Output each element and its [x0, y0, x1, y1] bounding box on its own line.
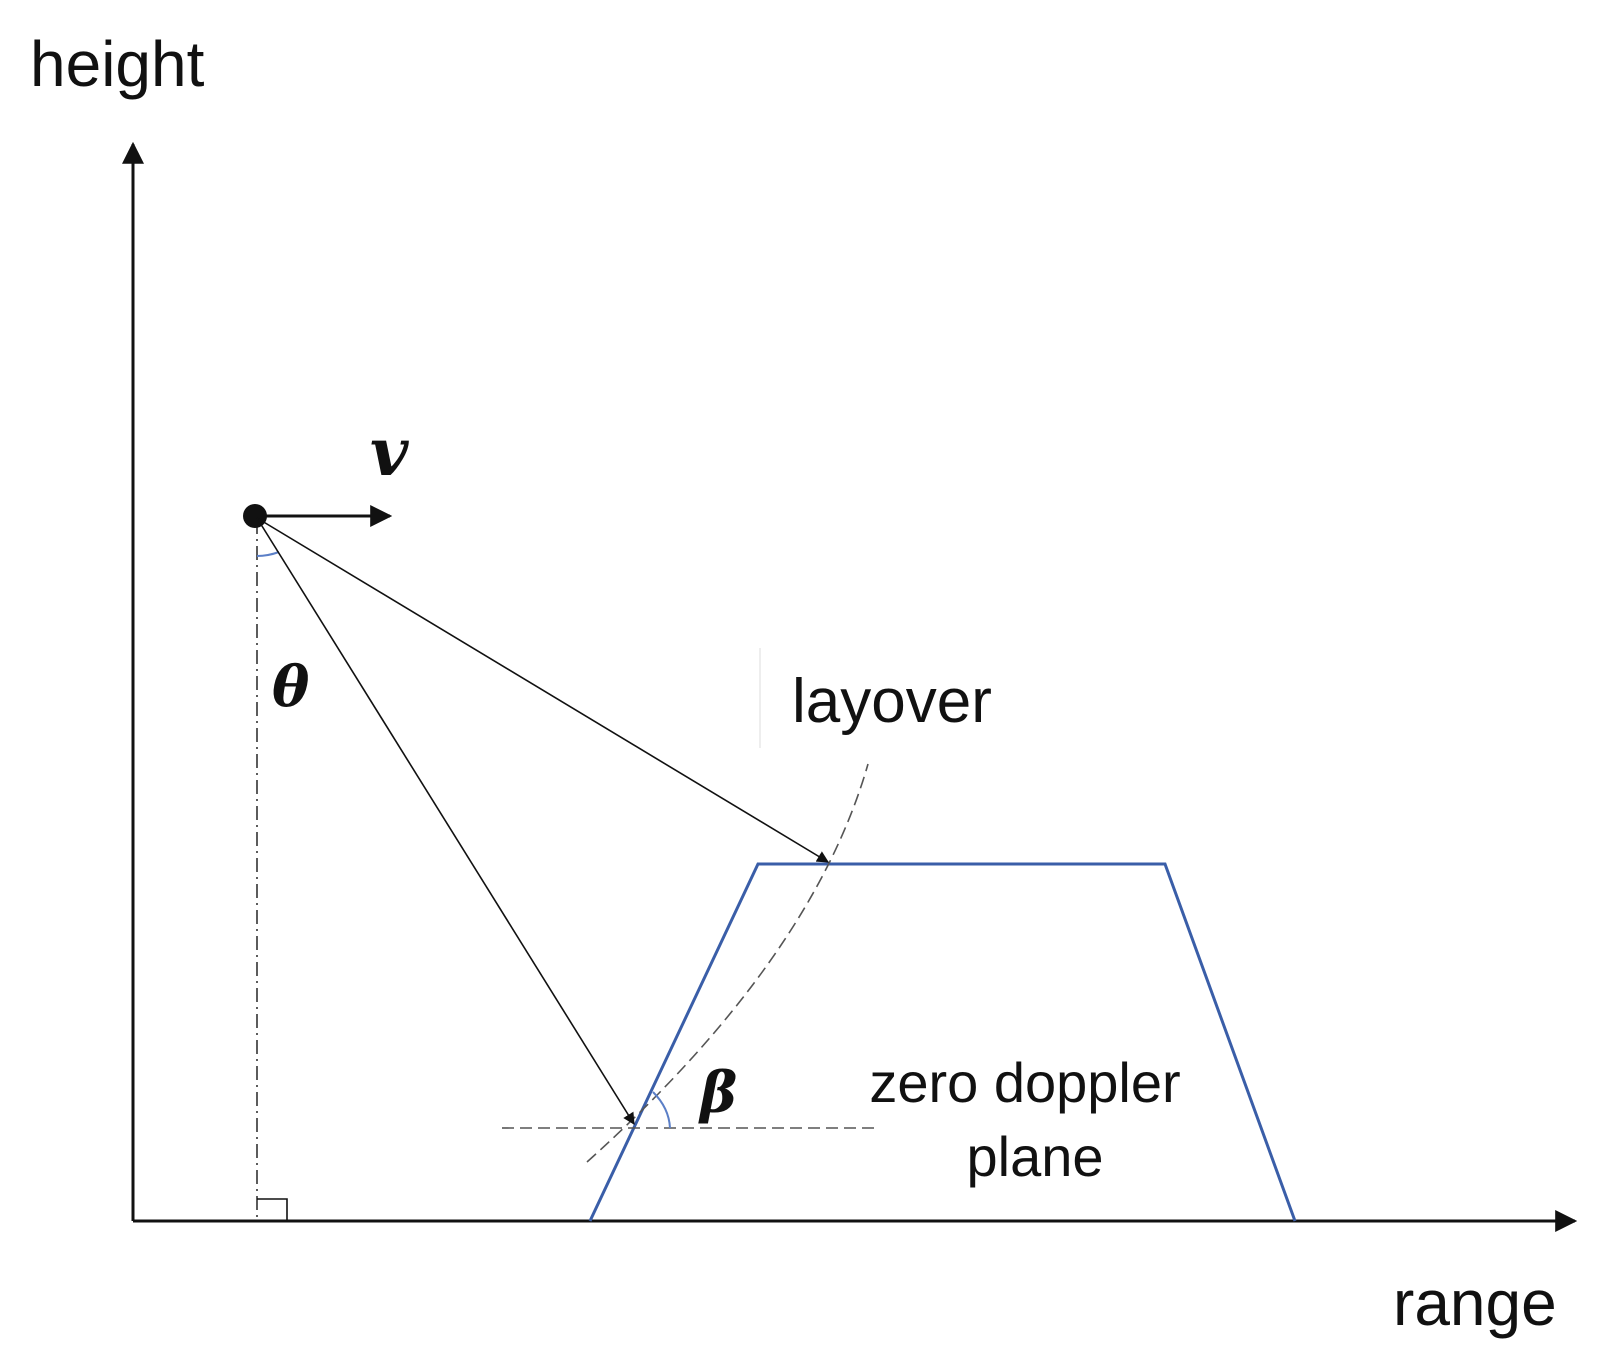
slant-range-ray-bottom	[256, 517, 635, 1126]
zero-doppler-plane-label-line2: plane	[966, 1125, 1103, 1188]
zero-doppler-plane-label-line1: zero doppler	[869, 1051, 1180, 1114]
look-angle-arc	[256, 551, 280, 557]
range-axis-label: range	[1393, 1267, 1557, 1339]
slope-angle-label: β	[698, 1060, 737, 1126]
terrain-profile	[588, 862, 1297, 1222]
radar-platform	[243, 504, 267, 528]
right-angle-marker	[257, 1198, 288, 1221]
range-circle-arc	[586, 763, 869, 1163]
slant-range-ray-top	[256, 517, 830, 863]
height-axis-label: height	[30, 28, 205, 100]
look-angle-label: θ	[272, 654, 310, 720]
slope-angle-arc	[652, 1091, 671, 1129]
layover-label: layover	[792, 667, 992, 736]
velocity-label: v	[370, 413, 409, 491]
